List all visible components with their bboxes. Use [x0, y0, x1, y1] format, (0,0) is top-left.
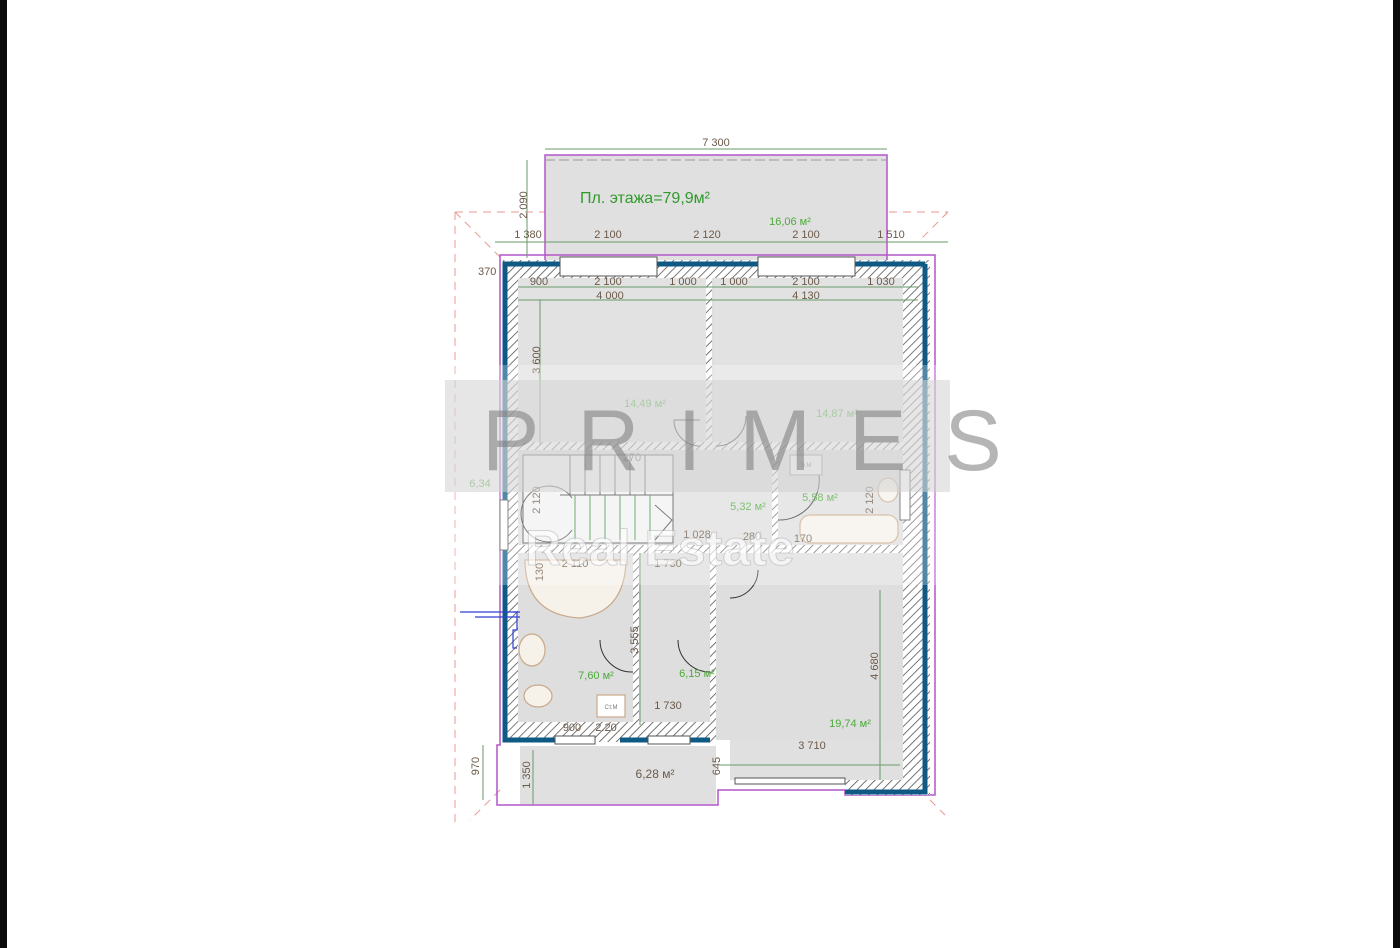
dim-left-seg-3: 1 000	[669, 276, 697, 288]
dim-top-seg-5: 1 510	[877, 229, 905, 241]
dim-closet-height: 3 555	[629, 626, 641, 654]
dim-balcony-depth: 1 350	[521, 761, 533, 789]
area-bathroom-right: 5,58 м²	[802, 492, 838, 504]
dim-bath-wall: 130	[534, 563, 546, 581]
windows	[499, 256, 911, 785]
left-black-border	[0, 0, 7, 948]
dim-top-seg-2: 2 100	[594, 229, 622, 241]
dim-right-width: 4 130	[792, 290, 820, 302]
dim-step: 645	[711, 757, 723, 775]
dim-hall-width: 1 028	[683, 529, 711, 541]
dim-large-height: 4 680	[869, 652, 881, 680]
dim-window-left: 900	[563, 722, 581, 734]
area-bedroom-large: 19,74 м²	[829, 718, 871, 730]
right-black-border	[1393, 0, 1400, 948]
area-balcony: 6,28 м²	[636, 767, 675, 781]
dim-right-seg-2: 2 100	[792, 276, 820, 288]
floor-area-title: Пл. этажа=79,9м²	[580, 190, 711, 207]
dim-window-small: 2.20	[595, 722, 616, 734]
area-hall: 5,32 м²	[730, 501, 766, 513]
area-closet: 6,15 м²	[679, 668, 715, 680]
dim-left-height: 3 600	[531, 346, 543, 374]
building-outline	[496, 254, 936, 806]
area-terrace: 16,06 м²	[769, 216, 811, 228]
dim-left-width: 4 000	[596, 290, 624, 302]
plumbing-lines	[460, 611, 520, 649]
dim-right-seg-1: 1 000	[720, 276, 748, 288]
dim-hall-seg: 280	[743, 531, 761, 543]
dim-overall-width: 7 300	[702, 137, 730, 149]
washer-label: Ст.М	[604, 705, 617, 711]
dim-large-width: 3 710	[798, 740, 826, 752]
dim-lower-mid-seg: 1 730	[654, 558, 682, 570]
dim-top-seg-3: 2 120	[693, 229, 721, 241]
watermark-subtitle: Real Estate	[525, 520, 795, 576]
watermark: PRIMES Real Estate	[355, 365, 1045, 585]
dim-stair-height: 2 120	[531, 486, 543, 514]
dim-terrace-depth: 2 090	[518, 191, 530, 219]
dim-closet-width: 1 730	[654, 700, 682, 712]
area-bathroom-left: 7,60 м²	[578, 670, 614, 682]
dim-bath-height: 2 120	[864, 486, 876, 514]
dim-lower-left-seg: 2 110	[562, 558, 589, 570]
dim-left-seg-1: 900	[530, 276, 548, 288]
watermark-brand: PRIMES	[482, 393, 1040, 489]
dim-top-seg-4: 2 100	[792, 229, 820, 241]
bathroom-fixtures	[518, 454, 899, 718]
dim-top-seg-1: 1 380	[514, 229, 542, 241]
dim-wall-offset: 370	[478, 266, 496, 278]
dim-right-seg-3: 1 030	[867, 276, 895, 288]
terrace	[544, 154, 888, 266]
dim-balcony-offset: 970	[470, 757, 482, 775]
dim-left-seg-2: 2 100	[594, 276, 622, 288]
dim-bath-seg: 170	[794, 533, 812, 545]
